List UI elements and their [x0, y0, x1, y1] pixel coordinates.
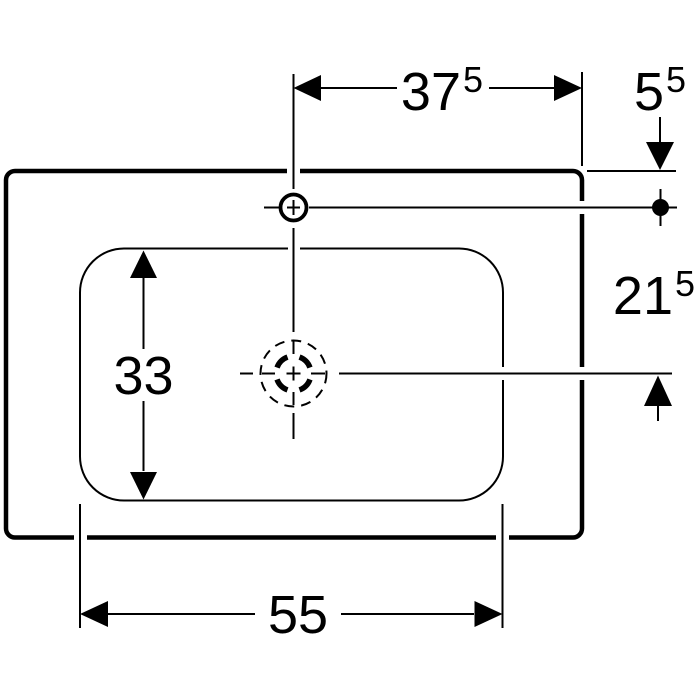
arrow-left-icon	[293, 75, 321, 101]
dimension-5-5-superscript: 5	[666, 59, 686, 100]
dimension-21-5: 21 5	[613, 263, 695, 421]
dimension-5-5-label: 5	[634, 62, 664, 122]
drain-icon	[240, 339, 672, 408]
faucet-hole-icon	[264, 192, 677, 223]
dimension-endpoint-dot	[652, 199, 669, 216]
arrow-up-icon	[644, 375, 672, 406]
dimension-37-5-superscript: 5	[463, 59, 483, 100]
arrow-down-icon	[646, 142, 674, 170]
dimension-5-5: 5 5	[587, 59, 686, 226]
dimension-37-5-label: 37	[401, 62, 461, 122]
arrow-up-icon	[130, 250, 157, 278]
dimension-21-5-label: 21	[613, 266, 673, 326]
arrow-right-icon	[474, 601, 503, 627]
arrow-left-icon	[80, 601, 108, 627]
dimension-21-5-superscript: 5	[675, 263, 695, 304]
dimension-37-5: 37 5	[293, 59, 583, 166]
dimension-55: 55	[79, 504, 504, 645]
dimension-33-label: 33	[113, 346, 173, 406]
arrow-down-icon	[130, 472, 157, 500]
dimension-33: 33	[113, 250, 174, 500]
arrow-right-icon	[554, 75, 582, 101]
dimension-55-label: 55	[268, 585, 328, 645]
